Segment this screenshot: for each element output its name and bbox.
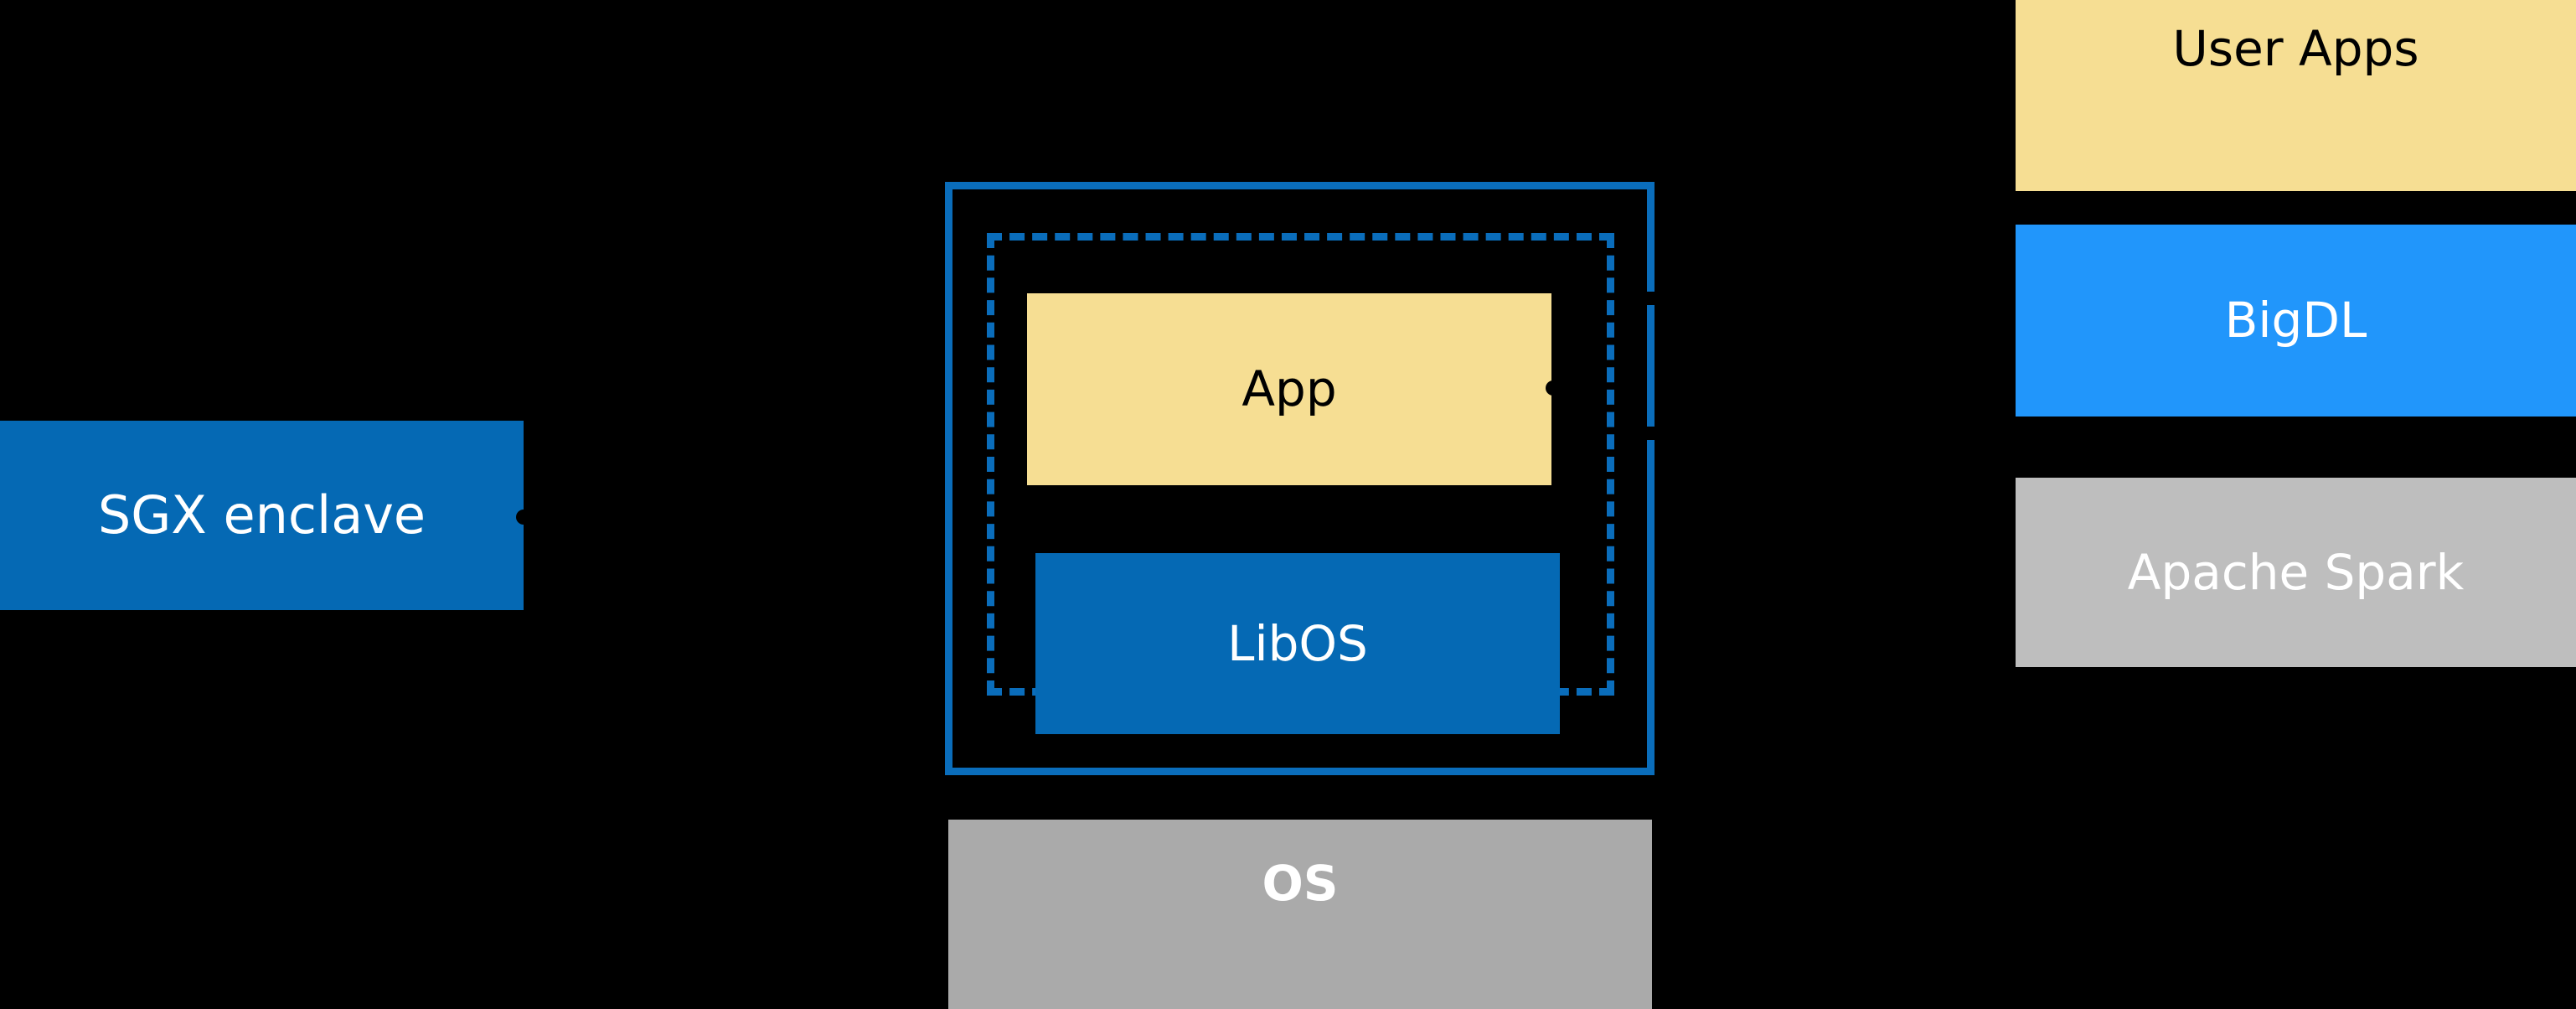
- enclave-outer-container: [945, 182, 1655, 775]
- apache-spark-box: Apache Spark: [2016, 478, 2576, 667]
- user-apps-label: User Apps: [2172, 20, 2419, 77]
- os-label: OS: [1262, 855, 1339, 912]
- libos-box: LibOS: [1035, 553, 1560, 734]
- apache-spark-label: Apache Spark: [2127, 543, 2465, 601]
- app-box: App: [1027, 293, 1551, 485]
- sgx-enclave-box: SGX enclave: [0, 421, 524, 610]
- outer-border-gap-upper: [1647, 292, 1659, 305]
- outer-border-gap-lower: [1647, 427, 1659, 440]
- libos-label: LibOS: [1227, 614, 1368, 672]
- bigdl-label: BigDL: [2224, 292, 2367, 349]
- bigdl-box: BigDL: [2016, 225, 2576, 417]
- sgx-enclave-connector-dot-icon: [516, 510, 531, 525]
- user-apps-box: User Apps: [2016, 0, 2576, 191]
- app-connector-dot-icon: [1546, 380, 1561, 396]
- os-box: OS: [948, 820, 1652, 1009]
- app-label: App: [1242, 360, 1337, 418]
- sgx-enclave-label: SGX enclave: [97, 484, 426, 546]
